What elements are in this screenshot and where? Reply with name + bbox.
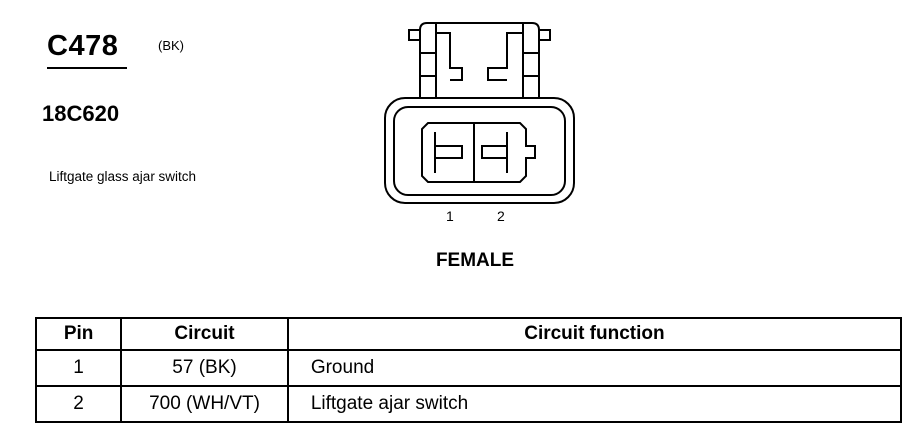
header-pin: Pin (34, 317, 123, 351)
cell-function: Ground (286, 349, 902, 387)
cell-circuit: 700 (WH/VT) (120, 385, 289, 423)
pin-label-1: 1 (446, 208, 454, 224)
cell-circuit: 57 (BK) (120, 349, 289, 387)
connector-color-code: (BK) (158, 38, 184, 53)
part-number: 18C620 (42, 101, 120, 126)
table-row: 1 57 (BK) Ground (34, 349, 902, 387)
connector-face-diagram (384, 22, 575, 204)
connector-id: C478 (47, 30, 119, 62)
header-circuit: Circuit (120, 317, 289, 351)
table-row: 2 700 (WH/VT) Liftgate ajar switch (34, 385, 902, 423)
cell-pin: 1 (34, 349, 123, 387)
connector-id-underline (47, 67, 127, 69)
view-label: FEMALE (435, 250, 515, 271)
header-circuit-function: Circuit function (286, 317, 902, 351)
pin-table: Pin Circuit Circuit function 1 57 (BK) G… (34, 317, 902, 423)
connector-description: Liftgate glass ajar switch (49, 169, 197, 184)
cell-pin: 2 (34, 385, 123, 423)
cell-function: Liftgate ajar switch (286, 385, 902, 423)
pin-label-2: 2 (497, 208, 505, 224)
table-header-row: Pin Circuit Circuit function (34, 317, 902, 351)
